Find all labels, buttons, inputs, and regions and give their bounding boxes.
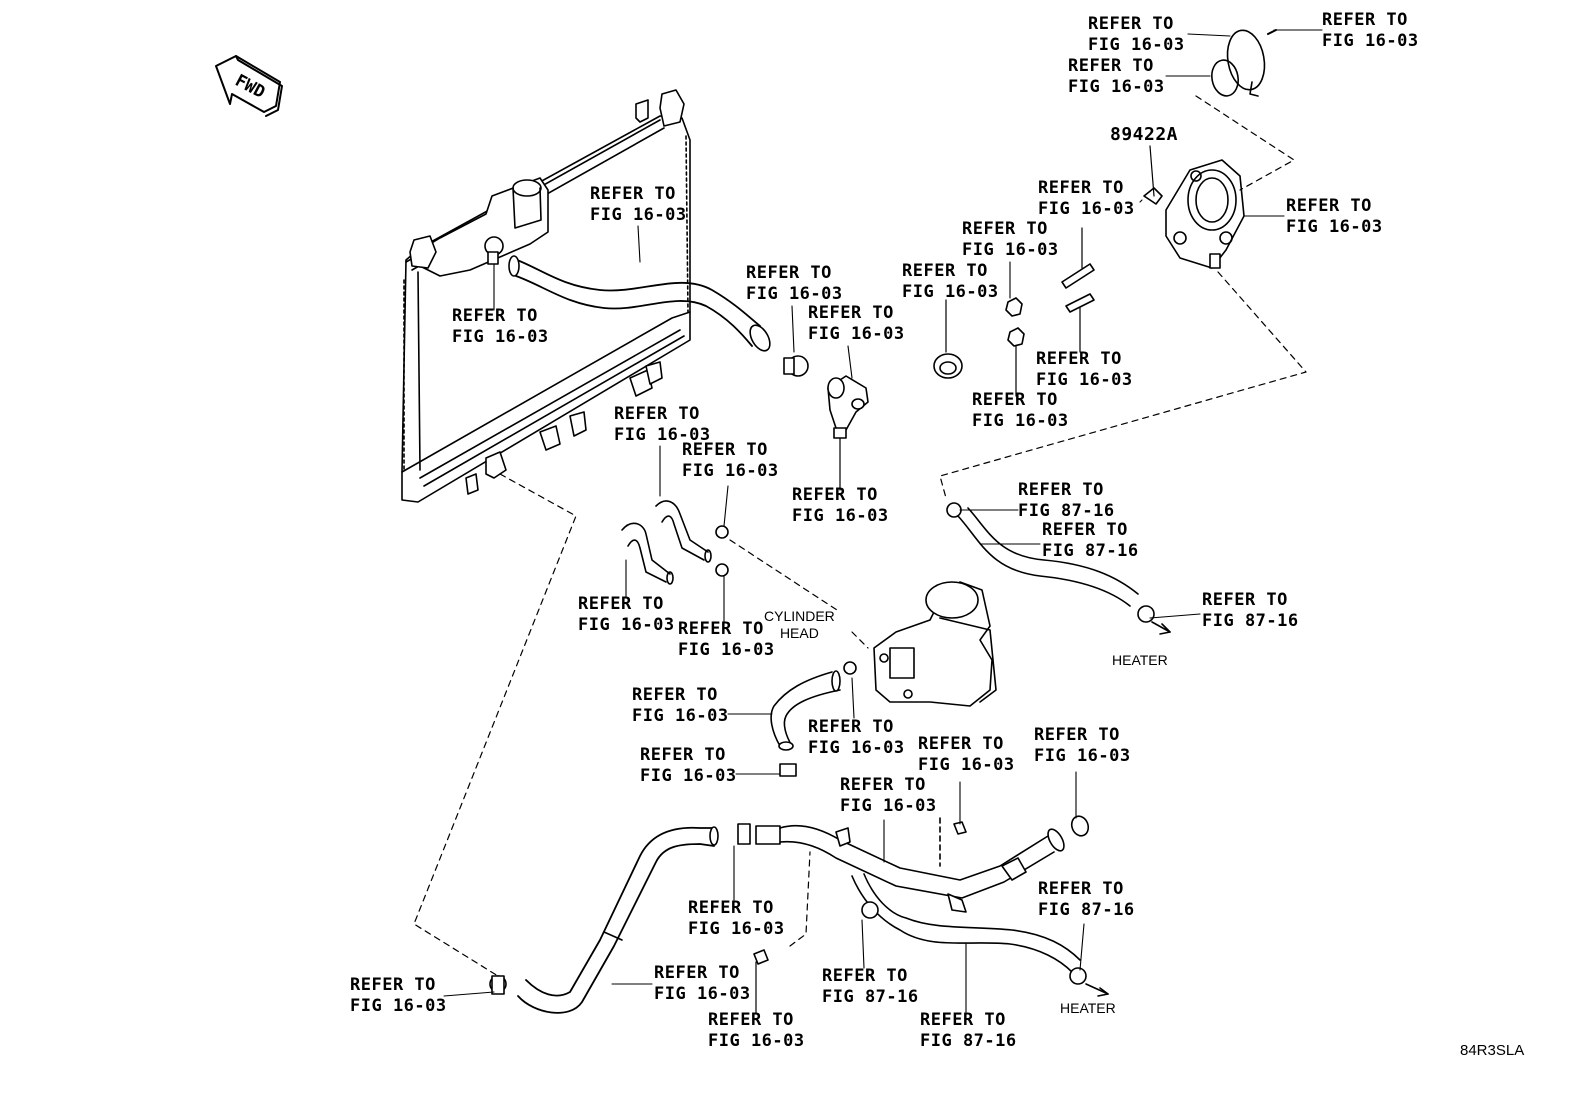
dashed-leaders bbox=[413, 95, 1307, 977]
o-ring-icon bbox=[1211, 29, 1277, 97]
heater-label-lower: HEATER bbox=[1060, 1000, 1116, 1016]
bypass-hose-icon bbox=[621, 500, 712, 585]
water-pipe-icon bbox=[737, 815, 1090, 913]
label-leaders bbox=[443, 29, 1323, 1013]
part-number-label: 89422A bbox=[1110, 124, 1179, 145]
water-outlet-icon bbox=[827, 375, 869, 491]
lower-radiator-hose-icon bbox=[489, 826, 719, 1014]
radiator-icon bbox=[401, 89, 691, 503]
thermostat-icon bbox=[933, 299, 963, 379]
oil-cooler-hose-icon bbox=[770, 661, 857, 777]
nut-icon bbox=[1005, 297, 1025, 397]
bolt-icon bbox=[753, 949, 769, 1015]
fwd-arrow-icon: FWD bbox=[215, 55, 283, 117]
clamp-icon bbox=[715, 525, 729, 577]
heater-label-upper: HEATER bbox=[1112, 652, 1168, 668]
upper-radiator-hose-icon bbox=[508, 255, 771, 352]
heater-hose-upper-icon bbox=[946, 502, 1171, 635]
thermostat-housing-icon bbox=[1143, 145, 1245, 269]
heater-hose-lower-icon bbox=[851, 873, 1109, 997]
stud-icon bbox=[1061, 227, 1095, 353]
diagram-code: 84R3SLA bbox=[1460, 1042, 1525, 1059]
oil-cooler-icon bbox=[873, 581, 997, 707]
clamp-icon bbox=[484, 236, 809, 377]
